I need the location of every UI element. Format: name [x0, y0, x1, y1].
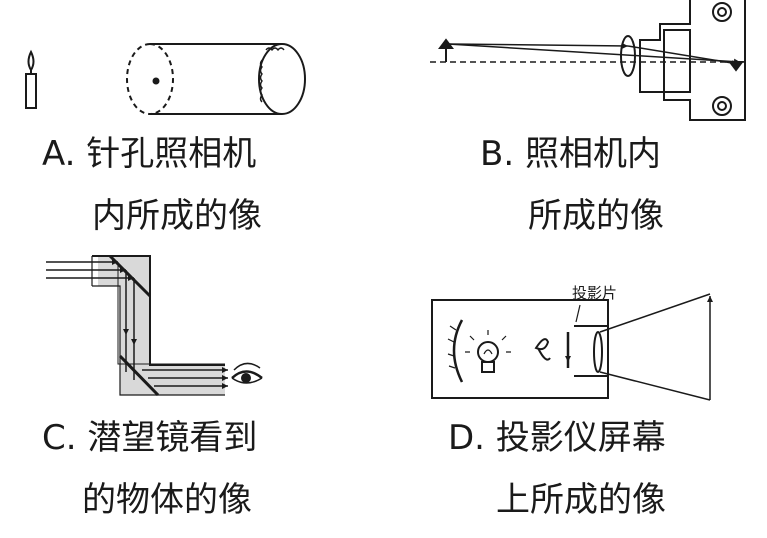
panel-c-letter: C.: [42, 418, 77, 458]
panel-b-letter: B.: [480, 134, 515, 174]
panel-a-letter: A.: [42, 134, 76, 174]
panel-d-letter: D.: [448, 418, 485, 458]
image-arrow: [728, 61, 744, 72]
panel-a-caption-line1: A. 针孔照相机: [42, 134, 256, 174]
light-ray-2: [447, 42, 629, 49]
panel-d-caption-line1: D. 投影仪屏幕: [448, 418, 666, 458]
reflector-icon: [452, 319, 464, 383]
label-leader: [575, 304, 581, 323]
panel-d-caption-line2: 上所成的像: [496, 480, 666, 520]
periscope-body: [91, 254, 225, 397]
projection-ray-bottom: [599, 371, 711, 401]
pinhole: [152, 77, 160, 85]
panel-c-title: 潜望镜看到: [87, 418, 258, 458]
candle-icon: [25, 49, 37, 109]
panel-b-caption-line1: B. 照相机内: [480, 134, 661, 174]
panel-d-title: 投影仪屏幕: [495, 418, 666, 458]
projection-ray-top: [599, 293, 711, 333]
panel-b-caption-line2: 所成的像: [528, 196, 664, 236]
panel-b-figure: [430, 0, 746, 121]
eye-icon: [231, 362, 263, 384]
slide-label: 投影片: [572, 284, 618, 302]
condenser-lens: [534, 338, 550, 351]
panel-a-title: 针孔照相机: [86, 134, 257, 174]
lamp-icon: [465, 330, 511, 373]
panel-a-figure: [25, 43, 306, 115]
light-ray-1: [447, 43, 741, 65]
panel-a-caption-line2: 内所成的像: [92, 196, 262, 236]
panel-c-caption-line1: C. 潜望镜看到: [42, 418, 257, 458]
panel-c-figure: [46, 254, 263, 397]
projection-lens: [593, 331, 603, 373]
panel-d-figure: [431, 293, 713, 401]
camera-body: [639, 0, 746, 121]
panel-b-title: 照相机内: [524, 134, 661, 174]
pinhole-camera: [126, 43, 306, 115]
light-rays: [46, 259, 228, 389]
panel-c-caption-line2: 的物体的像: [82, 480, 252, 520]
